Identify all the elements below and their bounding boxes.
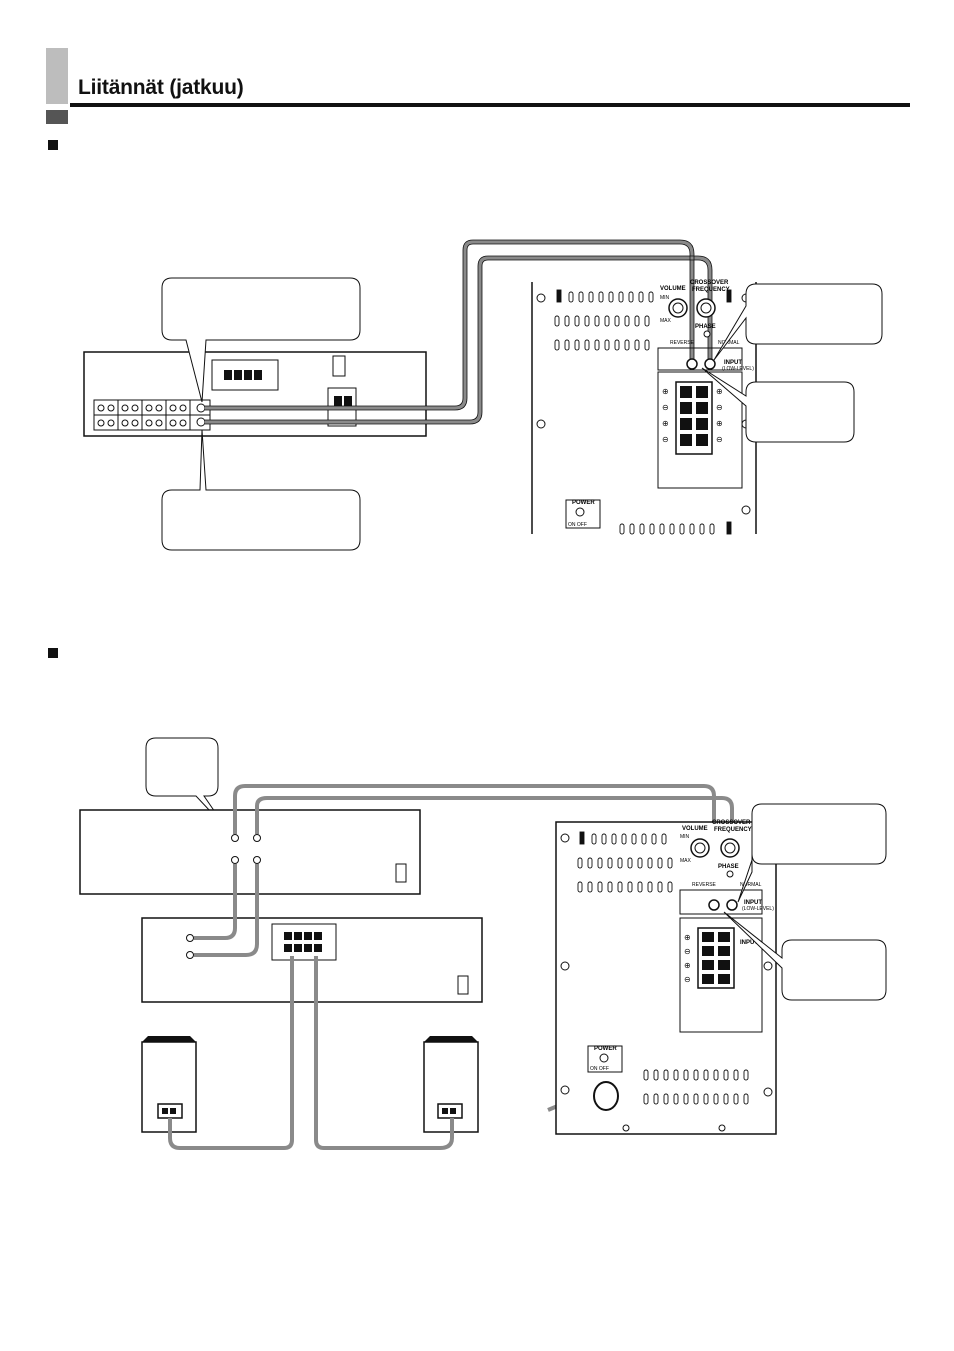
subwoofer-rear-panel-1: VOLUME CROSSOVER FREQUENCY MIN MAX PHASE…	[531, 280, 757, 535]
low-level-label-2: (LOW-LEVEL)	[742, 906, 774, 912]
page-title: Liitännät (jatkuu)	[78, 76, 244, 99]
input-label-2: INPUT	[744, 900, 762, 906]
right-speaker	[423, 1036, 479, 1133]
svg-text:⊖: ⊖	[716, 403, 723, 412]
input-label: INPUT	[724, 360, 742, 366]
svg-text:⊖: ⊖	[684, 975, 691, 984]
normal-label: NORMAL	[718, 340, 740, 346]
amplifier-panel	[141, 917, 483, 1003]
reverse-label-2: REVERSE	[692, 882, 717, 888]
callout-box-top-left	[161, 277, 361, 403]
subwoofer-rear-panel-2: VOLUME CROSSOVER FREQUENCY MIN MAX PHASE…	[555, 820, 777, 1135]
svg-text:⊕: ⊕	[662, 419, 669, 428]
reverse-label: REVERSE	[670, 340, 695, 346]
normal-label-2: NORMAL	[740, 882, 762, 888]
svg-text:⊕: ⊕	[716, 419, 723, 428]
callout-box-mid-right	[701, 367, 855, 443]
svg-text:⊖: ⊖	[662, 435, 669, 444]
phase-label-2: PHASE	[718, 864, 739, 870]
crossover-label-2: CROSSOVER	[712, 820, 751, 826]
svg-text:⊕: ⊕	[684, 961, 691, 970]
max-label-2: MAX	[680, 858, 692, 864]
max-label: MAX	[660, 318, 672, 324]
svg-text:⊖: ⊖	[684, 947, 691, 956]
callout-box-right-upper-2	[737, 803, 887, 903]
svg-text:⊕: ⊕	[684, 933, 691, 942]
title-rule-accent	[46, 110, 68, 124]
cable-pair-diagram-1	[205, 240, 712, 424]
min-label-2: MIN	[680, 834, 690, 840]
svg-text:⊖: ⊖	[716, 435, 723, 444]
phase-label: PHASE	[695, 324, 716, 330]
frequency-label-2: FREQUENCY	[714, 827, 752, 833]
min-label: MIN	[660, 295, 670, 301]
power-label-2: POWER	[594, 1046, 617, 1052]
title-bar-accent	[46, 48, 68, 104]
svg-text:⊕: ⊕	[716, 387, 723, 396]
power-label: POWER	[572, 500, 595, 506]
callout-box-right-lower-2	[723, 911, 887, 1001]
left-speaker	[141, 1036, 197, 1133]
title-rule	[70, 103, 910, 107]
callout-box-bottom-left	[161, 429, 361, 551]
low-level-label: (LOW-LEVEL)	[722, 366, 754, 372]
crossover-label: CROSSOVER	[690, 280, 729, 286]
volume-label: VOLUME	[660, 286, 686, 292]
section-1-bullet	[48, 140, 58, 150]
section-2-bullet	[48, 648, 58, 658]
on-off-label-2: ON OFF	[590, 1066, 609, 1072]
input-high-label-2: INPUT	[740, 940, 758, 946]
svg-text:⊕: ⊕	[662, 387, 669, 396]
frequency-label: FREQUENCY	[692, 287, 730, 293]
svg-text:⊖: ⊖	[662, 403, 669, 412]
volume-label-2: VOLUME	[682, 826, 708, 832]
callout-box-top-right	[713, 283, 883, 361]
on-off-label: ON OFF	[568, 522, 587, 528]
source-device-panel	[79, 809, 421, 895]
